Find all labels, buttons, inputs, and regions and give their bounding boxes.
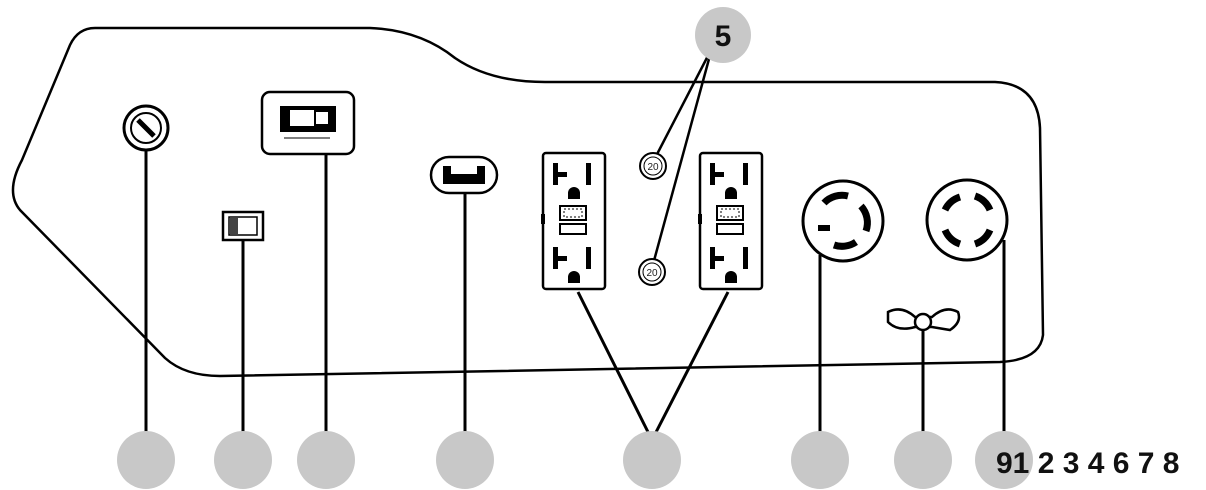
callout-circle <box>975 431 1033 489</box>
breaker-label: 20 <box>646 268 658 279</box>
circuit-breaker-icon: 20 <box>638 258 666 286</box>
ground-terminal-icon <box>886 308 961 332</box>
twist-lock-outlet-icon <box>801 179 885 263</box>
callout-circle <box>623 431 681 489</box>
leader-line-6a <box>576 291 654 441</box>
callout-circle <box>117 431 175 489</box>
callout-circle <box>297 431 355 489</box>
toggle-switch-icon <box>260 90 356 156</box>
callout-circle <box>894 431 952 489</box>
callout-5-label: 5 <box>715 20 732 53</box>
leader-line-5b <box>650 47 714 269</box>
callout-circle <box>791 431 849 489</box>
callout-circle <box>436 431 494 489</box>
key-switch-icon <box>122 104 170 152</box>
callout-circle <box>214 431 272 489</box>
leader-line-5a <box>651 47 714 163</box>
gfci-outlet-icon <box>698 151 764 291</box>
breaker-label: 20 <box>647 162 659 173</box>
gfci-outlet-icon <box>541 151 607 291</box>
circuit-breaker-icon: 20 <box>639 152 667 180</box>
callout-5-circle <box>695 7 751 63</box>
callout-number-sequence: 91 2 3 4 6 7 8 <box>996 447 1180 480</box>
rocker-switch-icon <box>221 210 265 242</box>
usb-port-icon <box>429 155 499 195</box>
leader-line-6b <box>650 291 730 441</box>
twist-lock-outlet-icon <box>925 178 1009 262</box>
